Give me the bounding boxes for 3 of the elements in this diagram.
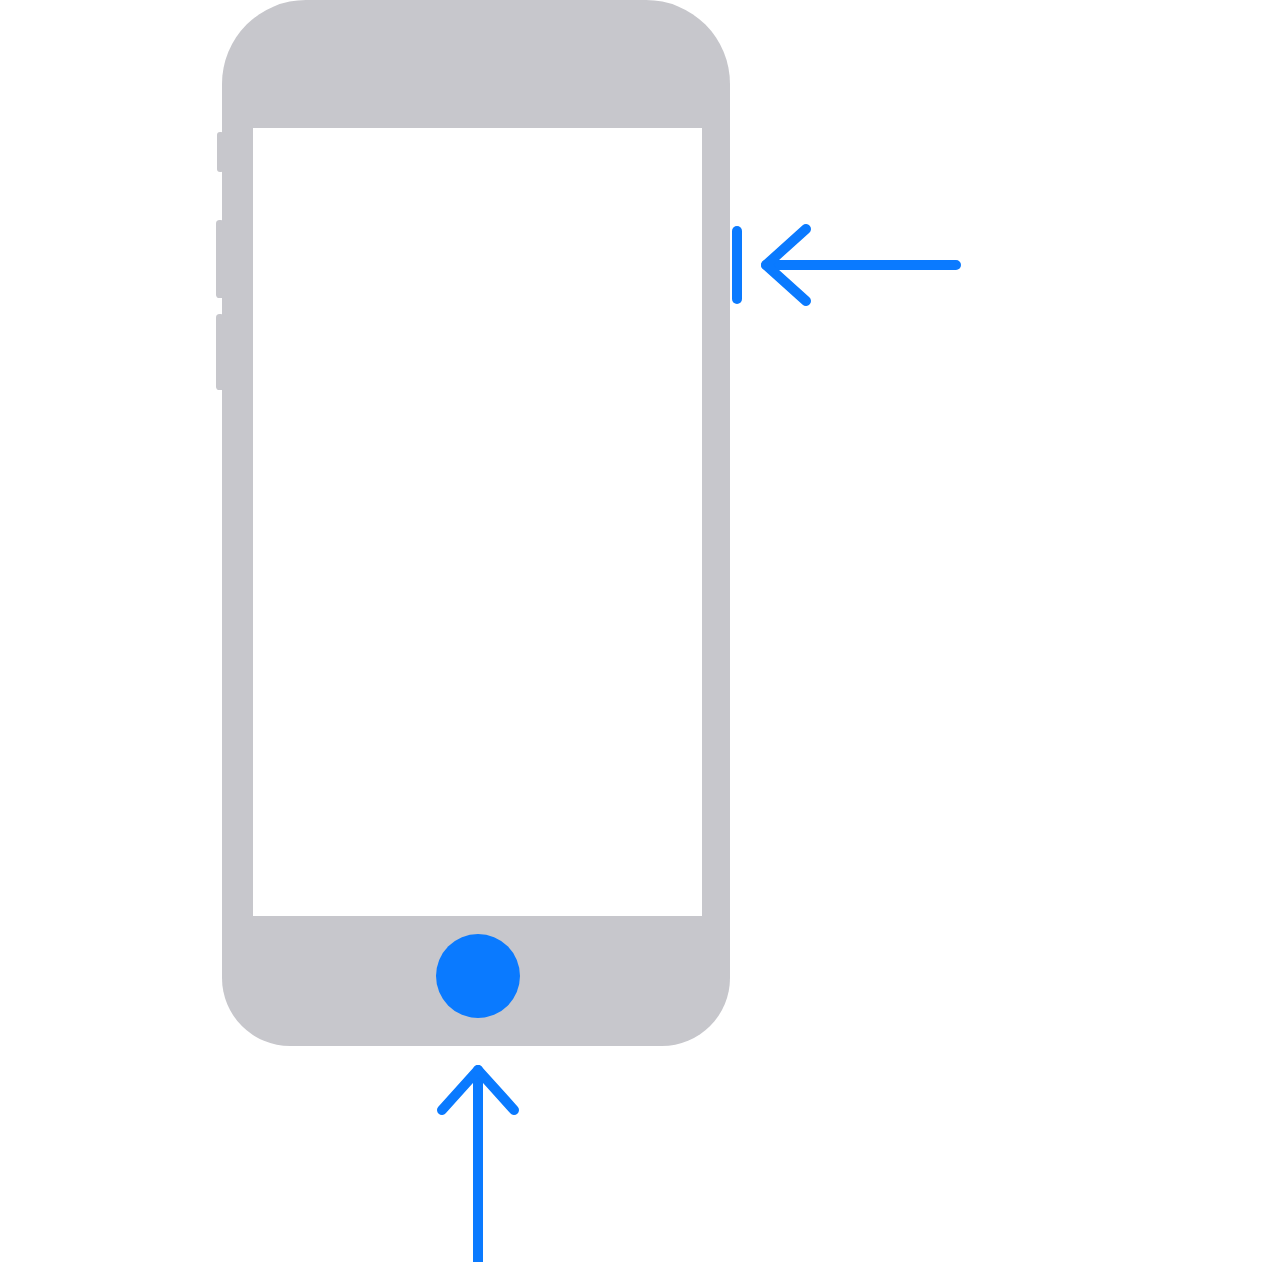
arrow (437, 1065, 519, 1262)
side-button (731, 226, 741, 304)
arrow (761, 224, 961, 306)
